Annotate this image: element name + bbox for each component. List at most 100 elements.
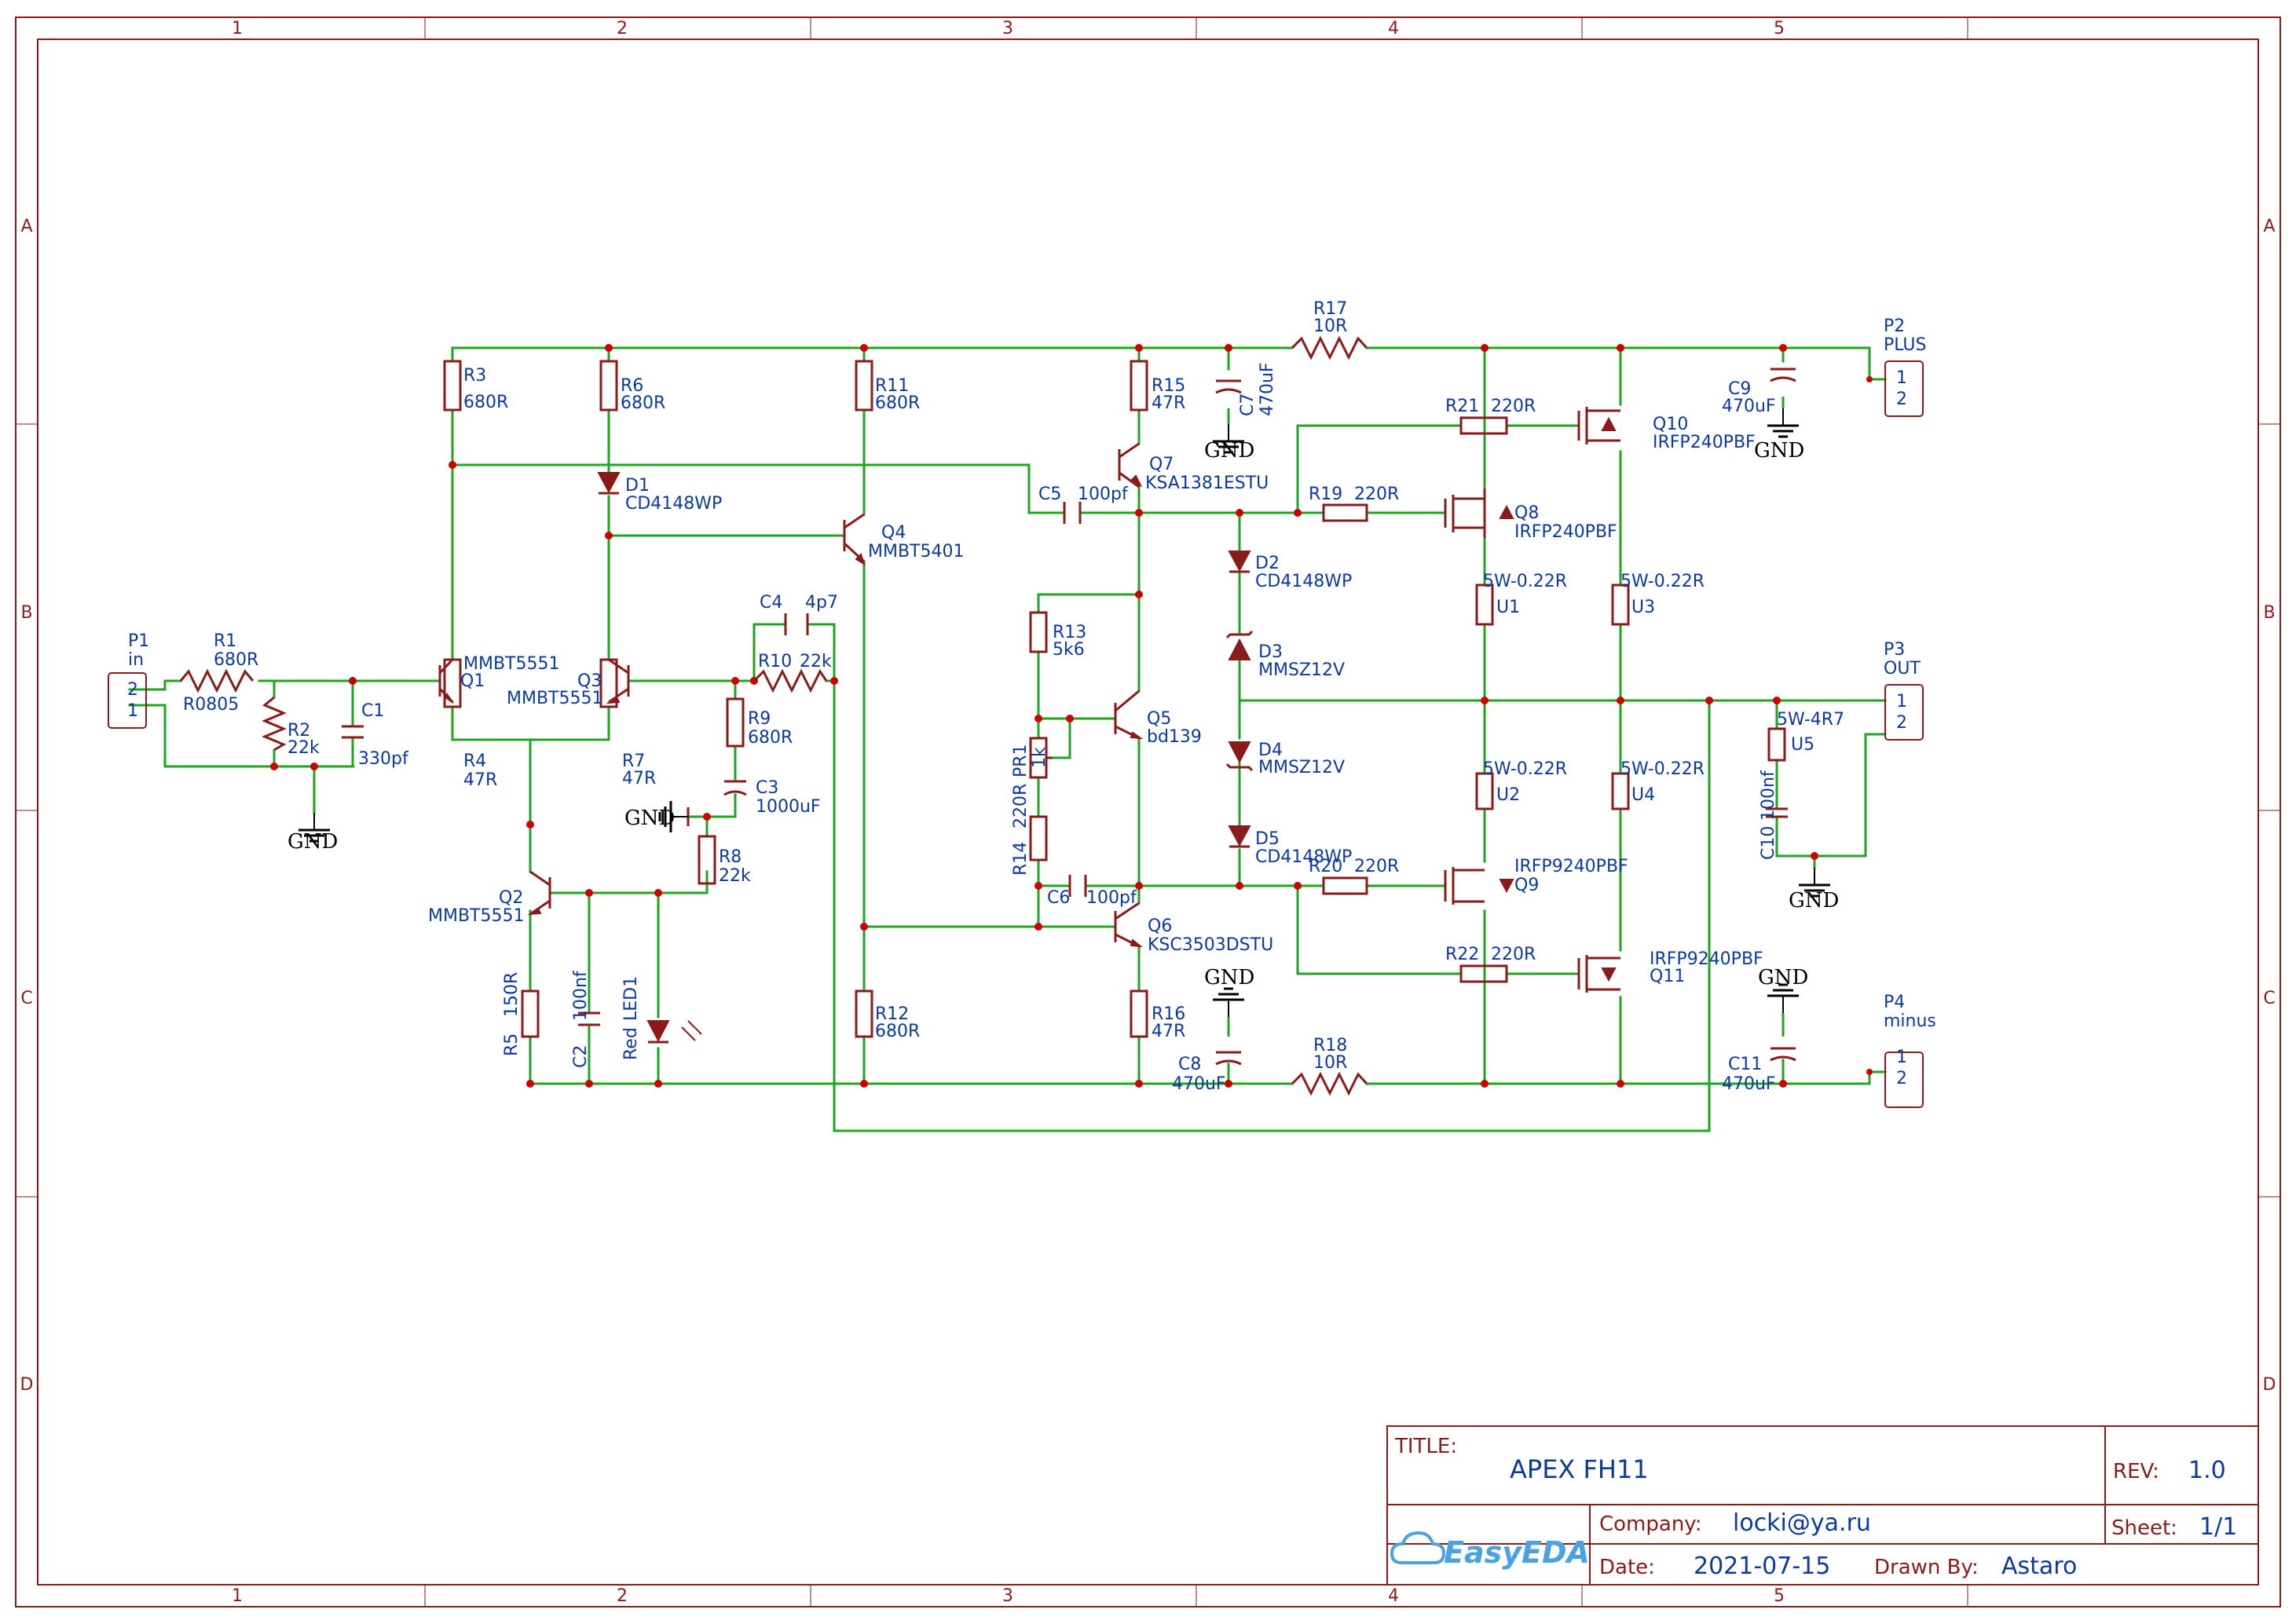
col-label-1: 1 [232,19,243,38]
r18-ref: R18 [1313,1036,1347,1055]
r6-value: 680R [621,393,665,413]
col-label-4-bottom: 4 [1388,1586,1399,1606]
title-block-text: TITLE: APEX FH11 REV: 1.0 Company: locki… [1390,1435,2237,1580]
d1-value: CD4148WP [625,494,722,514]
gnd-label-output: GND [1789,889,1839,913]
r2-ref: R2 [287,721,310,741]
q7-ref: Q7 [1149,455,1174,474]
col-label-2: 2 [617,19,628,38]
u3-value: 5W-0.22R [1620,572,1705,591]
p2-ref: P2 [1884,316,1905,336]
r2-value: 22k [287,738,320,758]
title-value: APEX FH11 [1510,1454,1649,1484]
r10-ref: R10 [758,652,792,671]
q5-ref: Q5 [1147,709,1171,729]
r15-value: 47R [1152,393,1185,413]
u1-value: 5W-0.22R [1483,572,1567,591]
p4-value: minus [1884,1011,1936,1031]
gnd-label-c3: GND [624,807,675,830]
u1-ref: U1 [1496,598,1520,617]
r22-value: 220R [1491,945,1536,964]
title-label: TITLE: [1394,1435,1457,1458]
r16-ref: R16 [1152,1004,1185,1024]
frame-labels: 1 2 3 4 5 1 2 3 4 5 A B C D A B C D [20,19,2276,1606]
r11-ref: R11 [875,376,909,396]
q8-value: IRFP240PBF [1514,522,1617,542]
row-label-a: A [20,217,32,236]
r1-value: 680R [214,650,258,670]
q2-ref: Q2 [499,888,523,908]
p4-ref: P4 [1884,993,1905,1012]
row-label-b: B [20,603,32,623]
r13-ref: R13 [1053,623,1086,642]
title-block [1386,1425,2259,1586]
d3-ref: D3 [1258,642,1283,662]
p1-ref: P1 [128,631,149,651]
col-label-5-bottom: 5 [1774,1586,1785,1606]
gnd-label-input: GND [287,830,338,854]
r4-ref: R4 [463,752,486,771]
drawn-by-label: Drawn By: [1874,1556,1979,1579]
led1-ref: LED1 [621,976,641,1021]
gnd-label-c9: GND [1754,439,1804,463]
u2-value: 5W-0.22R [1483,759,1567,779]
d5-ref: D5 [1255,829,1280,849]
d1-ref: D1 [625,476,650,496]
c3-value: 1000uF [756,797,821,817]
r7-ref: R7 [622,752,645,771]
row-label-c-right: C [2263,989,2275,1008]
p4-pin-2: 2 [1896,1069,1907,1088]
c6-ref: C6 [1047,888,1070,908]
p3-ref: P3 [1884,640,1905,660]
q9-ref: Q9 [1514,876,1539,895]
p3-value: OUT [1884,659,1921,678]
d2-ref: D2 [1255,554,1280,573]
p1-value: in [128,650,144,670]
c10-ref: C10 [1759,826,1778,860]
r8-ref: R8 [719,847,742,867]
c9-value: 470uF [1722,397,1776,416]
r17-ref: R17 [1313,299,1347,319]
q4-ref: Q4 [881,523,906,543]
r20-value: 220R [1354,857,1399,876]
u4-value: 5W-0.22R [1620,759,1705,779]
p1-pin-1: 1 [127,701,138,721]
r5-ref: R5 [502,1033,522,1056]
d2-value: CD4148WP [1255,572,1352,591]
r11-value: 680R [875,393,920,413]
c4-ref: C4 [760,593,782,613]
col-label-3: 3 [1002,19,1013,38]
r12-value: 680R [875,1022,920,1041]
rail-stubs [1227,397,1785,1037]
p1-pin-2: 2 [127,680,138,700]
q4-value: MMBT5401 [868,542,964,561]
r13-value: 5k6 [1053,640,1085,660]
c11-value: 470uF [1722,1074,1776,1094]
gnd-label-c11: GND [1758,966,1808,989]
junctions [270,344,1873,1088]
col-label-3-bottom: 3 [1002,1586,1013,1606]
u2-ref: U2 [1496,785,1520,805]
r8-value: 22k [719,866,751,886]
date-label: Date: [1599,1556,1655,1579]
r19-ref: R19 [1309,485,1342,504]
r3-ref: R3 [463,366,486,386]
c9-ref: C9 [1728,379,1751,399]
company-label: Company: [1599,1512,1702,1536]
easyeda-logo-text: EasyEDA [1444,1535,1590,1570]
p2-pin-1: 1 [1896,368,1907,388]
sheet-label: Sheet: [2111,1516,2177,1540]
r10-value: 22k [800,652,832,671]
r12-ref: R12 [875,1004,909,1024]
q11-ref: Q11 [1650,967,1685,986]
gnd-label-c7: GND [1204,439,1254,463]
u5-value: 5W-4R7 [1777,710,1844,730]
r1-ref: R1 [214,631,236,651]
r22-ref: R22 [1445,945,1479,964]
d4-ref: D4 [1258,741,1283,760]
c5-ref: C5 [1038,485,1061,504]
p3-pin-2: 2 [1896,713,1907,733]
q5-value: bd139 [1147,727,1202,747]
rev-label: REV: [2113,1460,2159,1483]
q10-value: IRFP240PBF [1653,433,1756,452]
